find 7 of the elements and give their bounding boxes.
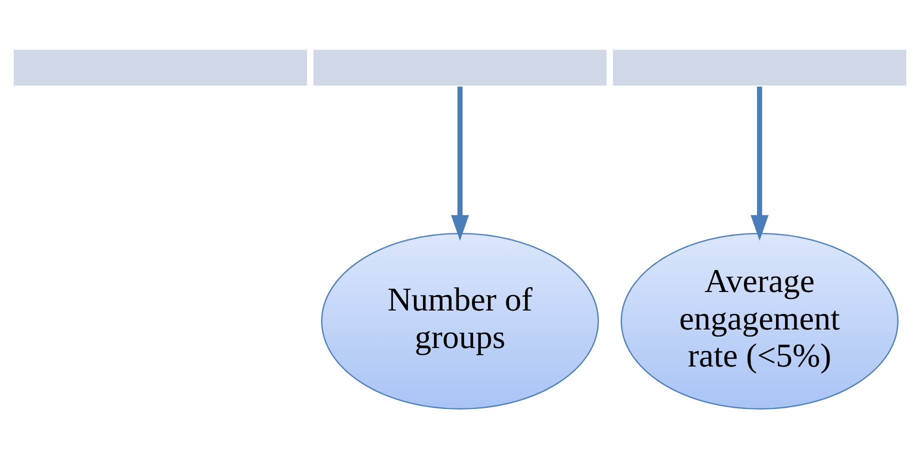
node-box bbox=[612, 48, 908, 87]
arrow bbox=[451, 86, 469, 241]
node-box bbox=[12, 48, 308, 87]
node-ellipse: Average engagement rate (<5%) bbox=[620, 232, 898, 410]
node-ellipse: Number of groups bbox=[321, 232, 599, 410]
node-box bbox=[312, 48, 608, 87]
arrow bbox=[750, 86, 769, 241]
